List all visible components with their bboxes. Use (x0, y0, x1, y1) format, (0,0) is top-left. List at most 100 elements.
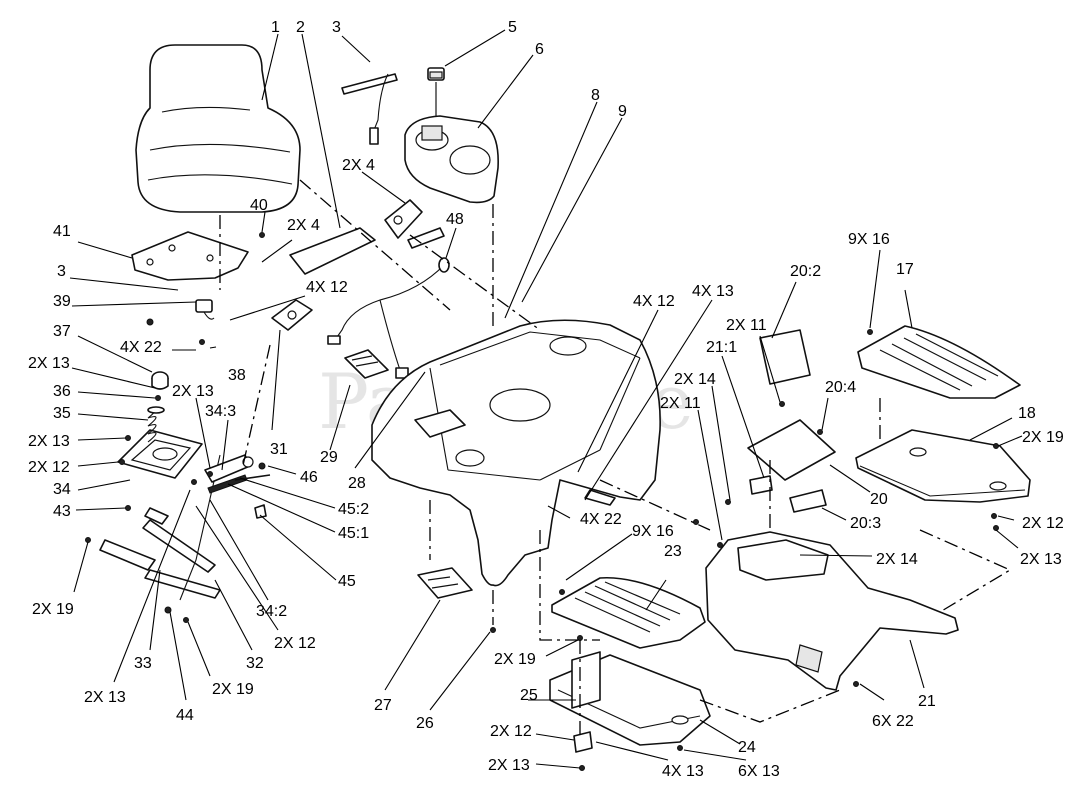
callout-2x12-b[interactable]: 2X 12 (274, 635, 316, 652)
left-footrest-part[interactable] (551, 576, 706, 649)
switch-plate-part[interactable] (271, 299, 313, 331)
callout-33[interactable]: 33 (134, 655, 152, 672)
seat-switch-part[interactable] (146, 232, 265, 345)
callout-26[interactable]: 26 (416, 715, 434, 732)
callout-6x13[interactable]: 6X 13 (738, 763, 780, 780)
callout-32[interactable]: 32 (246, 655, 264, 672)
callout-23[interactable]: 23 (664, 543, 682, 560)
callout-31[interactable]: 31 (270, 441, 288, 458)
callout-17[interactable]: 17 (896, 261, 914, 278)
callout-4x13-bottom[interactable]: 4X 13 (662, 763, 704, 780)
callout-48[interactable]: 48 (446, 211, 464, 228)
callout-4x13[interactable]: 4X 13 (692, 283, 734, 300)
callout-2x4-a[interactable]: 2X 4 (342, 157, 375, 174)
callout-18[interactable]: 18 (1018, 405, 1036, 422)
callout-4x12-left[interactable]: 4X 12 (306, 279, 348, 296)
bolt-6x13-a (677, 745, 683, 751)
callout-29[interactable]: 29 (320, 449, 338, 466)
callout-2x13-a[interactable]: 2X 13 (28, 355, 70, 372)
wire-harness-part[interactable] (327, 257, 450, 379)
decal-part[interactable] (289, 227, 376, 275)
callout-46[interactable]: 46 (300, 469, 318, 486)
callout-2x19-right[interactable]: 2X 19 (1022, 429, 1064, 446)
callout-43[interactable]: 43 (53, 503, 71, 520)
seat-part[interactable] (135, 44, 301, 213)
callout-21[interactable]: 21 (918, 693, 936, 710)
callout-45[interactable]: 45 (338, 573, 356, 590)
callout-2x4-b[interactable]: 2X 4 (287, 217, 320, 234)
callout-2x13-bottom[interactable]: 2X 13 (488, 757, 530, 774)
callout-6x22[interactable]: 6X 22 (872, 713, 914, 730)
callout-8[interactable]: 8 (591, 87, 600, 104)
callout-45-1[interactable]: 45:1 (338, 525, 369, 542)
callout-4x12-right[interactable]: 4X 12 (633, 293, 675, 310)
callout-44[interactable]: 44 (176, 707, 194, 724)
callout-6[interactable]: 6 (535, 41, 544, 58)
callout-20-3[interactable]: 20:3 (850, 515, 881, 532)
callout-34-2[interactable]: 34:2 (256, 603, 287, 620)
cover-plate-part[interactable] (344, 349, 389, 379)
callout-3-left[interactable]: 3 (57, 263, 66, 280)
callout-2x13-d[interactable]: 2X 13 (84, 689, 126, 706)
callout-2x19-a[interactable]: 2X 19 (32, 601, 74, 618)
pivot-plate-part[interactable] (117, 429, 203, 479)
callout-9[interactable]: 9 (618, 103, 627, 120)
slide-rail-part[interactable] (99, 507, 221, 599)
callout-24[interactable]: 24 (738, 739, 756, 756)
callout-34[interactable]: 34 (53, 481, 71, 498)
bracket-25-part[interactable] (571, 651, 601, 753)
console-part[interactable] (404, 115, 499, 204)
seat-bracket-part[interactable] (131, 231, 249, 281)
callout-2x13-c[interactable]: 2X 13 (28, 433, 70, 450)
callout-38[interactable]: 38 (228, 367, 246, 384)
callout-3-top[interactable]: 3 (332, 19, 341, 36)
callout-2x13-right[interactable]: 2X 13 (1020, 551, 1062, 568)
callout-35[interactable]: 35 (53, 405, 71, 422)
callout-2x12-right[interactable]: 2X 12 (1022, 515, 1064, 532)
rear-bracket-part[interactable] (417, 567, 473, 599)
callout-2x12-bottom[interactable]: 2X 12 (490, 723, 532, 740)
callout-2x11-a[interactable]: 2X 11 (726, 317, 767, 334)
callout-2[interactable]: 2 (296, 19, 305, 36)
callout-4x22-left[interactable]: 4X 22 (120, 339, 162, 356)
callout-36[interactable]: 36 (53, 383, 71, 400)
callout-28[interactable]: 28 (348, 475, 366, 492)
callout-2x19-bottom[interactable]: 2X 19 (494, 651, 536, 668)
right-running-board-part[interactable] (855, 429, 1031, 503)
spring-part[interactable] (147, 406, 165, 443)
battery-cover-part[interactable] (747, 329, 836, 513)
callout-21-1[interactable]: 21:1 (706, 339, 737, 356)
bolt-2x13-d (993, 525, 999, 531)
callout-9x16-right[interactable]: 9X 16 (848, 231, 890, 248)
callout-25[interactable]: 25 (520, 687, 538, 704)
callout-5[interactable]: 5 (508, 19, 517, 36)
callout-37[interactable]: 37 (53, 323, 71, 340)
callout-39[interactable]: 39 (53, 293, 71, 310)
callout-40[interactable]: 40 (250, 197, 268, 214)
adjust-rod-part[interactable] (341, 73, 398, 145)
callout-20[interactable]: 20 (870, 491, 888, 508)
fender-body-part[interactable] (371, 319, 661, 587)
callout-27[interactable]: 27 (374, 697, 392, 714)
callout-1[interactable]: 1 (271, 19, 280, 36)
callout-2x11-b[interactable]: 2X 11 (660, 395, 701, 412)
callout-34-3[interactable]: 34:3 (205, 403, 236, 420)
key-switch-part[interactable] (427, 67, 445, 81)
bracket-part[interactable] (384, 199, 445, 249)
callout-9x16-left[interactable]: 9X 16 (632, 523, 674, 540)
callout-2x14-right[interactable]: 2X 14 (876, 551, 918, 568)
callout-2x19-b[interactable]: 2X 19 (212, 681, 254, 698)
right-footrest-part[interactable] (857, 325, 1021, 399)
knob-part[interactable] (151, 371, 169, 390)
callout-2x12-a[interactable]: 2X 12 (28, 459, 70, 476)
rear-body-part[interactable] (705, 531, 959, 691)
callout-41[interactable]: 41 (53, 223, 71, 240)
callout-45-2[interactable]: 45:2 (338, 501, 369, 518)
callout-2x13-b[interactable]: 2X 13 (172, 383, 214, 400)
callout-20-4[interactable]: 20:4 (825, 379, 856, 396)
adjust-lever-part[interactable] (179, 454, 271, 601)
callout-2x14-top[interactable]: 2X 14 (674, 371, 716, 388)
callout-4x22-right[interactable]: 4X 22 (580, 511, 622, 528)
callout-20-2[interactable]: 20:2 (790, 263, 821, 280)
